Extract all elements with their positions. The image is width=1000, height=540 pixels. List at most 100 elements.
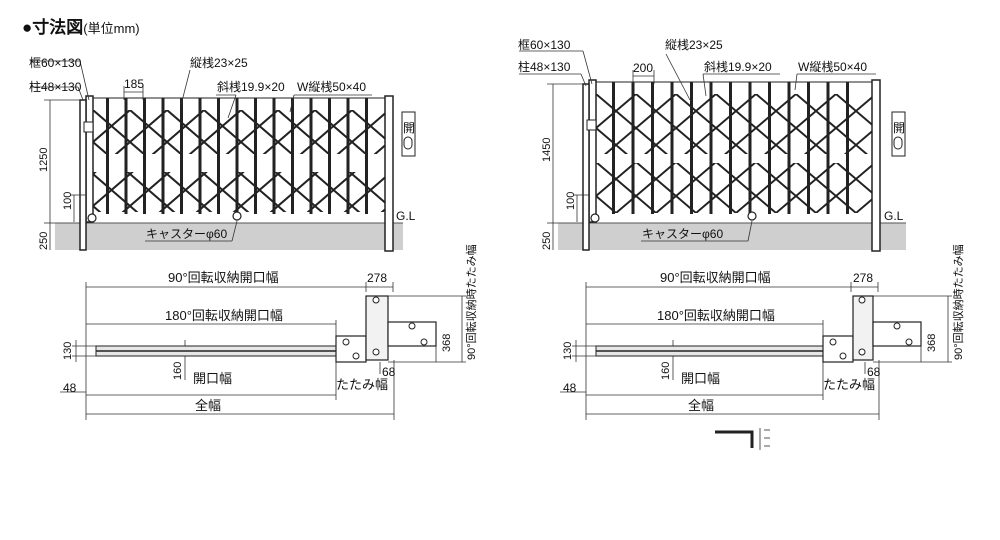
side-clearance-label: 68 — [867, 365, 881, 379]
vertical-bar — [670, 82, 674, 214]
caster-label: キャスターφ60 — [642, 227, 723, 241]
vertical-bar — [328, 98, 331, 214]
folded-stack — [335, 335, 367, 363]
vertical-bar — [846, 82, 849, 214]
total-width-label: 全幅 — [195, 398, 221, 413]
caster-wheel — [858, 296, 866, 304]
folded-width-label: たたみ幅 — [336, 377, 388, 392]
caster-wheel — [87, 213, 97, 223]
vertical-bar — [807, 82, 810, 214]
left-plan-view: 90°回転収納開口幅 278 180°回転収納開口幅 368 90°回転収納時た… — [60, 244, 478, 420]
gate-frame — [85, 95, 94, 223]
folded-stack — [822, 335, 854, 363]
post-label: 柱48×130 — [518, 59, 571, 74]
leader-line — [702, 73, 707, 97]
open-label: 開 — [893, 121, 905, 135]
vertical-bar — [291, 98, 294, 214]
open-label: 開 — [403, 121, 415, 135]
right-post — [871, 79, 881, 252]
stack-depth-label: 368 — [926, 334, 938, 352]
w-vertical-bar-label: W縦桟50×40 — [798, 60, 867, 74]
leader-line — [227, 94, 237, 119]
leader-line — [747, 220, 753, 242]
rot180-opening-width-label: 180°回転収納開口幅 — [165, 308, 283, 323]
vertical-bar — [309, 98, 313, 214]
caster-wheel — [905, 338, 913, 346]
diagram-title: ●寸法図(単位mm) — [22, 13, 140, 38]
leader-line — [79, 60, 90, 101]
caster-wheel — [342, 338, 350, 346]
caster-wheel — [352, 352, 360, 360]
vertical-bar — [729, 82, 732, 214]
pitch-label: 185 — [124, 77, 144, 91]
leader-line — [77, 86, 84, 101]
open-label-keyhole — [403, 136, 413, 150]
post-width-label: 278 — [367, 271, 387, 285]
right-plan-view: 90°回転収納開口幅 278 180°回転収納開口幅 368 90°回転収納時た… — [560, 244, 965, 450]
vertical-bar-label: 縦桟23×25 — [665, 38, 723, 52]
vertical-bar — [346, 98, 350, 214]
rot90-opening-width-label: 90°回転収納開口幅 — [168, 270, 279, 285]
rot90-opening-width-label: 90°回転収納開口幅 — [660, 270, 771, 285]
lower-height-dimension-label: 100 — [62, 192, 74, 210]
ground-strip — [558, 223, 906, 250]
ground-level-label: G.L — [396, 209, 416, 223]
leader-line — [289, 94, 295, 113]
w-vertical-bar-label: W縦桟50×40 — [297, 80, 366, 94]
offset-label: 48 — [563, 381, 577, 395]
caster-wheel — [590, 213, 600, 223]
inner-depth-label: 160 — [172, 362, 184, 380]
leader-line — [665, 53, 691, 101]
caster-wheel — [372, 296, 380, 304]
caster-wheel — [893, 322, 901, 330]
vertical-bar — [709, 82, 713, 214]
vertical-bar — [106, 98, 109, 214]
opening-width-label: 開口幅 — [681, 371, 720, 386]
total-width-label: 全幅 — [688, 398, 714, 413]
frame-label: 框60×130 — [29, 56, 82, 70]
post-width-label: 278 — [853, 271, 873, 285]
frame-label: 框60×130 — [518, 38, 571, 52]
vertical-bar-label: 縦桟23×25 — [190, 56, 248, 70]
vertical-bar — [124, 98, 128, 214]
lattice-lower-band — [93, 172, 385, 212]
vertical-bar — [612, 82, 615, 214]
vertical-bars — [612, 82, 849, 214]
latch-block — [83, 121, 94, 133]
open-label-keyhole — [893, 136, 903, 150]
vertical-bar — [690, 82, 693, 214]
folded-rot90-width-label: 90°回転収納時たたみ幅 — [465, 244, 478, 360]
inner-depth-label: 160 — [660, 362, 672, 380]
vertical-bar — [651, 82, 654, 214]
caster-wheel — [420, 338, 428, 346]
depth-label: 130 — [562, 342, 574, 360]
vertical-bar — [217, 98, 220, 214]
section-detail-symbol — [715, 430, 754, 448]
diagonal-bar-label: 斜桟19.9×20 — [217, 80, 285, 94]
caster-wheel — [232, 211, 242, 221]
leader-line — [582, 50, 593, 85]
side-clearance-label: 68 — [382, 365, 396, 379]
post-label: 柱48×130 — [29, 79, 82, 94]
lattice-lower-band — [596, 163, 878, 213]
folded-rot90-width-label: 90°回転収納時たたみ幅 — [952, 244, 965, 360]
vertical-bar — [787, 82, 791, 214]
diagonal-bar-label: 斜桟19.9×20 — [704, 60, 772, 74]
ground-strip — [55, 223, 403, 250]
title-unit: (単位mm) — [83, 21, 140, 36]
lattice-upper-band — [93, 110, 385, 154]
leader-line — [794, 73, 798, 91]
vertical-bars — [106, 98, 368, 214]
caster-wheel — [747, 211, 757, 221]
height-dimension-label: 1250 — [38, 148, 50, 172]
opening-width-label: 開口幅 — [193, 371, 232, 386]
vertical-bar — [272, 98, 276, 214]
left-elevation: 開 框60×130 柱48×130 185 縦桟23×25 斜桟19.9×20 … — [29, 56, 416, 252]
right-elevation: 開 框60×130 柱48×130 200 縦桟23×25 斜桟19.9×20 … — [518, 38, 906, 252]
lower-height-dimension-label: 100 — [565, 192, 577, 210]
vertical-bar — [161, 98, 165, 214]
leader-line — [231, 220, 238, 242]
right-post — [384, 95, 394, 252]
vertical-bar — [631, 82, 635, 214]
